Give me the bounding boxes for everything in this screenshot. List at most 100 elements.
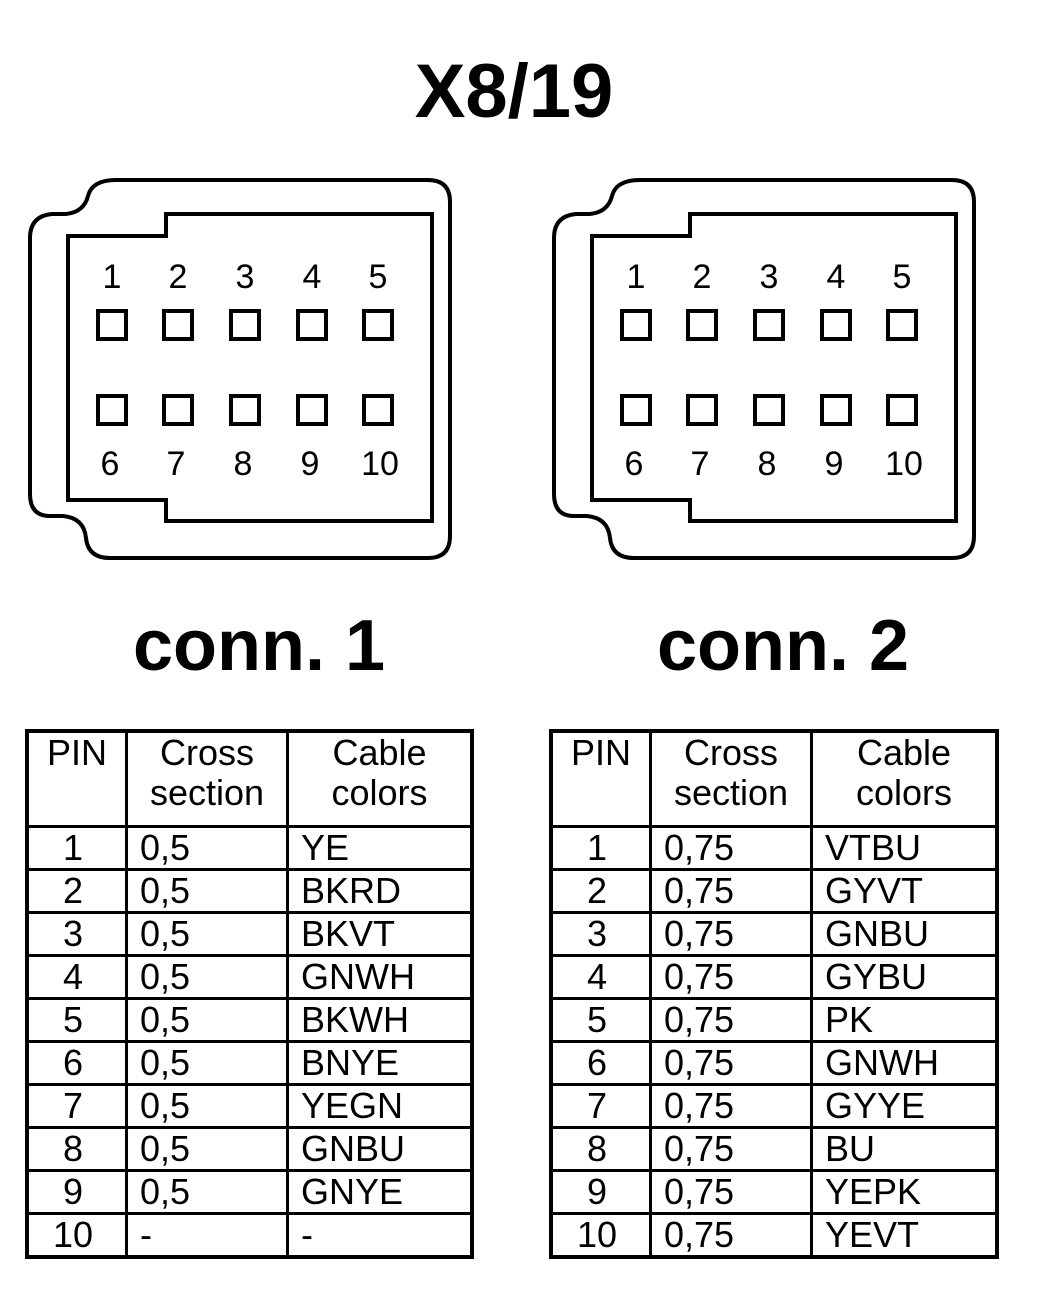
pin-number-cell: 9 <box>25 1169 128 1215</box>
pin-number-label: 7 <box>167 445 186 483</box>
pin-number-cell: 3 <box>25 911 128 957</box>
pin-number-cell: 8 <box>25 1126 128 1172</box>
pin-number-label: 6 <box>625 445 644 483</box>
pin-socket <box>686 394 718 426</box>
pin-number-cell: 2 <box>25 868 128 914</box>
pin-number-label: 1 <box>103 258 122 296</box>
cross-section-cell: 0,75 <box>649 825 813 871</box>
pin-number-label: 9 <box>301 445 320 483</box>
pin-number-label: 3 <box>760 258 779 296</box>
pin-number-cell: 1 <box>25 825 128 871</box>
header-pin: PIN <box>25 729 128 828</box>
connector-inner-cavity <box>590 212 958 523</box>
cable-color-cell: BKWH <box>286 997 474 1043</box>
connector-2-diagram: 1 2 3 4 5 6 7 8 9 10 <box>552 178 977 563</box>
cable-color-cell: BNYE <box>286 1040 474 1086</box>
cable-color-cell: YEPK <box>810 1169 999 1215</box>
connector-2-label: conn. 2 <box>656 606 910 686</box>
cross-section-cell: 0,75 <box>649 1040 813 1086</box>
pin-number-cell: 9 <box>549 1169 652 1215</box>
pin-number-cell: 3 <box>549 911 652 957</box>
page-title: X8/19 <box>414 49 614 134</box>
pin-number-cell: 6 <box>25 1040 128 1086</box>
cross-section-cell: 0,5 <box>125 1169 289 1215</box>
cable-color-cell: GYVT <box>810 868 999 914</box>
pin-number-label: 7 <box>691 445 710 483</box>
pin-socket <box>820 394 852 426</box>
pin-socket <box>886 309 918 341</box>
connector-inner-cavity <box>66 212 434 523</box>
pin-socket <box>229 394 261 426</box>
pin-number-label: 10 <box>885 445 923 483</box>
cross-section-cell: 0,75 <box>649 1212 813 1259</box>
cross-section-cell: 0,75 <box>649 911 813 957</box>
pin-number-label: 8 <box>234 445 253 483</box>
cable-color-cell: PK <box>810 997 999 1043</box>
pin-number-cell: 4 <box>549 954 652 1000</box>
cable-color-cell: BKRD <box>286 868 474 914</box>
header-pin: PIN <box>549 729 652 828</box>
cable-color-cell: YEGN <box>286 1083 474 1129</box>
pin-socket <box>753 309 785 341</box>
pin-number-cell: 4 <box>25 954 128 1000</box>
pin-number-label: 5 <box>369 258 388 296</box>
pin-socket <box>162 394 194 426</box>
pin-number-cell: 1 <box>549 825 652 871</box>
connector-outer-shell <box>28 178 452 560</box>
pin-number-label: 9 <box>825 445 844 483</box>
pin-number-label: 4 <box>827 258 846 296</box>
pin-number-label: 6 <box>101 445 120 483</box>
pin-number-label: 10 <box>361 445 399 483</box>
cable-color-cell: GNYE <box>286 1169 474 1215</box>
cross-section-cell: 0,75 <box>649 1083 813 1129</box>
pin-number-cell: 2 <box>549 868 652 914</box>
cross-section-cell: 0,5 <box>125 825 289 871</box>
pin-number-cell: 7 <box>25 1083 128 1129</box>
pin-number-cell: 10 <box>549 1212 652 1259</box>
cross-section-cell: 0,5 <box>125 1083 289 1129</box>
pin-number-label: 1 <box>627 258 646 296</box>
pin-number-cell: 10 <box>25 1212 128 1259</box>
pin-number-label: 4 <box>303 258 322 296</box>
pin-number-label: 3 <box>236 258 255 296</box>
pin-number-label: 8 <box>758 445 777 483</box>
pin-socket <box>362 394 394 426</box>
cable-color-cell: GNWH <box>286 954 474 1000</box>
connector-housing-drawing: 1 2 3 4 5 6 7 8 9 10 <box>28 178 452 560</box>
cross-section-cell: 0,75 <box>649 868 813 914</box>
cable-color-cell: - <box>286 1212 474 1259</box>
cable-color-cell: YEVT <box>810 1212 999 1259</box>
cable-color-cell: GYYE <box>810 1083 999 1129</box>
cross-section-cell: 0,75 <box>649 1169 813 1215</box>
cable-color-cell: GNBU <box>286 1126 474 1172</box>
pin-socket <box>886 394 918 426</box>
cable-color-cell: BU <box>810 1126 999 1172</box>
pin-number-label: 2 <box>169 258 188 296</box>
cross-section-cell: - <box>125 1212 289 1259</box>
pin-number-label: 5 <box>893 258 912 296</box>
cable-color-cell: GYBU <box>810 954 999 1000</box>
pin-number-label: 2 <box>693 258 712 296</box>
connector-housing-drawing: 1 2 3 4 5 6 7 8 9 10 <box>552 178 976 560</box>
